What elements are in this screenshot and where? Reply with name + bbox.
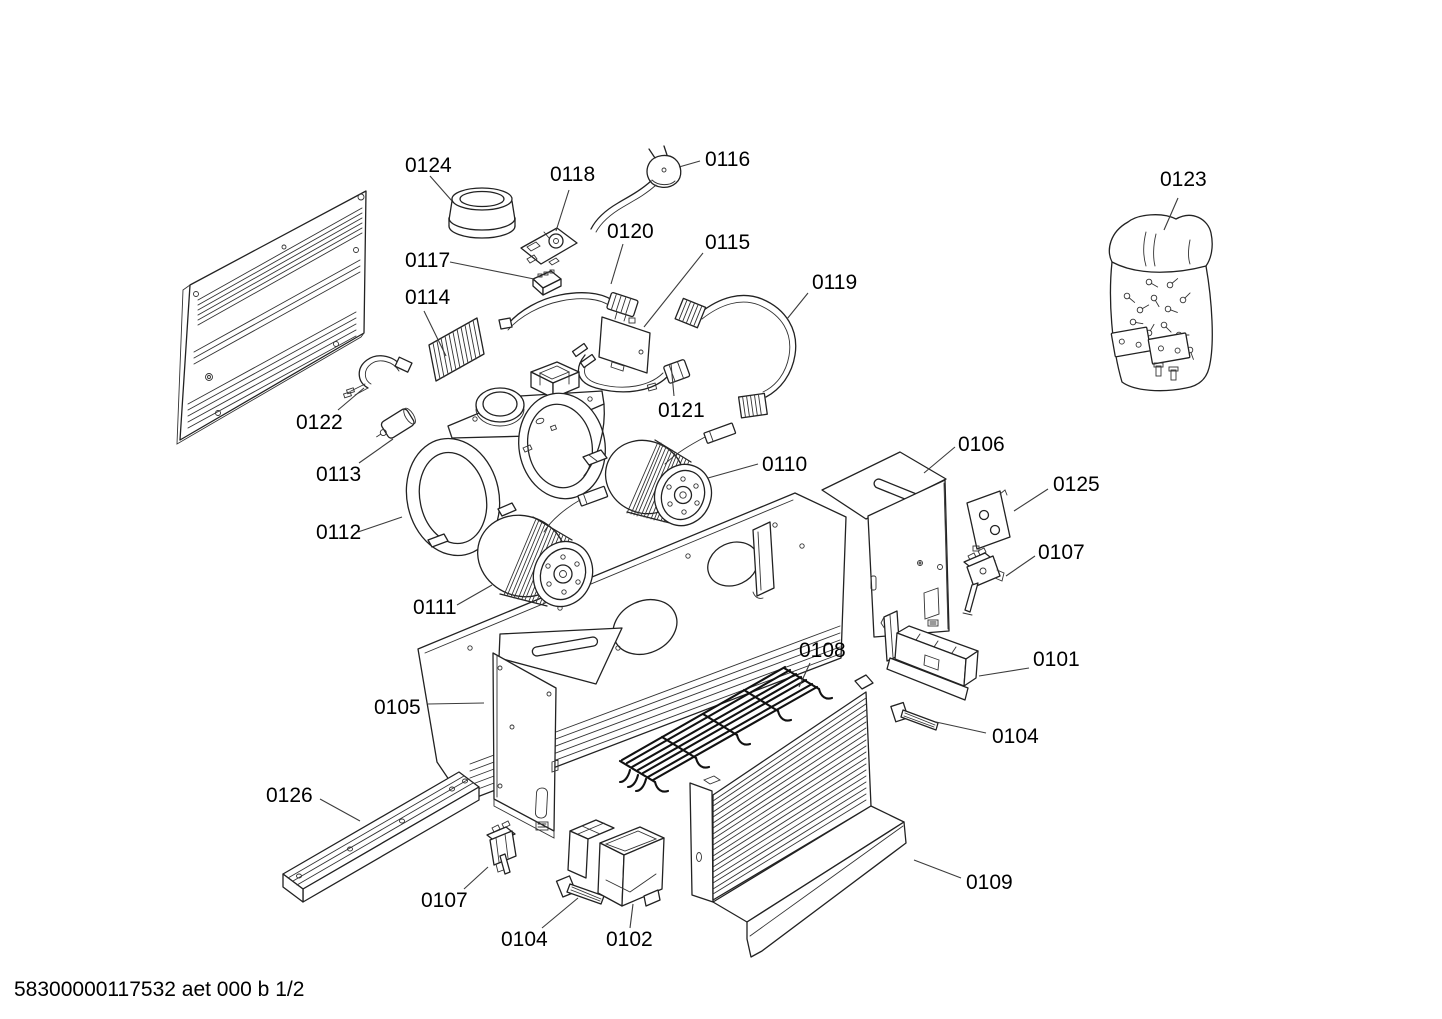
blower-housing bbox=[405, 361, 608, 557]
part-labels: 0124 0118 0116 0120 0115 0119 0117 0114 … bbox=[266, 148, 1207, 951]
part-label-0120: 0120 bbox=[607, 220, 654, 243]
part-label-0112: 0112 bbox=[316, 521, 361, 544]
part-label-0126: 0126 bbox=[266, 784, 313, 807]
side-panel bbox=[176, 190, 367, 445]
relay-box-0102 bbox=[567, 819, 665, 907]
bracket-0106 bbox=[821, 451, 950, 638]
part-label-0108: 0108 bbox=[799, 639, 846, 662]
cable-0121 bbox=[571, 342, 691, 393]
part-label-0118: 0118 bbox=[550, 163, 595, 186]
part-label-0102: 0102 bbox=[606, 928, 653, 951]
sensor-wire-0122 bbox=[342, 355, 413, 399]
cable-0120 bbox=[498, 292, 639, 331]
part-label-0113: 0113 bbox=[316, 463, 361, 486]
part-label-0124: 0124 bbox=[405, 154, 452, 177]
part-label-0115: 0115 bbox=[705, 231, 750, 254]
switch-0107-bottom bbox=[486, 820, 517, 875]
chassis-front-panel bbox=[492, 627, 623, 839]
lamp-holder-0101 bbox=[880, 610, 979, 701]
part-label-0117: 0117 bbox=[405, 249, 450, 272]
part-label-0101: 0101 bbox=[1033, 648, 1080, 671]
part-label-0105: 0105 bbox=[374, 696, 421, 719]
part-label-0122: 0122 bbox=[296, 411, 343, 434]
switch-0107-right bbox=[962, 547, 1005, 616]
clip-0104-right bbox=[890, 701, 939, 731]
part-label-0119: 0119 bbox=[812, 271, 857, 294]
bottom-panel-0109 bbox=[689, 674, 907, 958]
part-label-0107-right: 0107 bbox=[1038, 541, 1085, 564]
part-label-0114: 0114 bbox=[405, 286, 450, 309]
wire-grid bbox=[618, 665, 834, 793]
document-code: 58300000117532 aet 000 b 1/2 bbox=[14, 978, 304, 1001]
part-label-0104-right: 0104 bbox=[992, 725, 1039, 748]
thermal-sensor-0111 bbox=[543, 485, 609, 533]
part-label-0123: 0123 bbox=[1160, 168, 1207, 191]
power-plug bbox=[590, 145, 682, 233]
part-label-0116: 0116 bbox=[705, 148, 750, 171]
part-label-0109: 0109 bbox=[966, 871, 1013, 894]
part-label-0104-bottom: 0104 bbox=[501, 928, 548, 951]
filter-board-0114 bbox=[428, 317, 485, 382]
part-label-0125: 0125 bbox=[1053, 473, 1100, 496]
part-label-0111: 0111 bbox=[413, 596, 457, 619]
fan-wheel-0110 bbox=[604, 439, 713, 527]
thermal-sensor-0110 bbox=[664, 422, 737, 465]
control-board-0118 bbox=[520, 227, 578, 266]
mounting-rail-0126 bbox=[282, 771, 480, 903]
leader-lines bbox=[319, 160, 1179, 929]
part-label-0110: 0110 bbox=[762, 453, 807, 476]
mounting-plate-0125 bbox=[966, 489, 1011, 552]
ribbon-cable-0119 bbox=[674, 294, 797, 419]
part-label-0107-bottom: 0107 bbox=[421, 889, 468, 912]
part-label-0121: 0121 bbox=[658, 399, 705, 422]
capacitor bbox=[376, 407, 416, 439]
clip-0104-bottom bbox=[555, 875, 605, 905]
fan-wheel-0111 bbox=[477, 514, 594, 608]
terminal-block-0117 bbox=[532, 269, 562, 296]
power-board-0115 bbox=[598, 311, 651, 374]
duct-collar bbox=[448, 187, 516, 239]
screw-bag bbox=[1108, 214, 1213, 392]
part-label-0106: 0106 bbox=[958, 433, 1005, 456]
